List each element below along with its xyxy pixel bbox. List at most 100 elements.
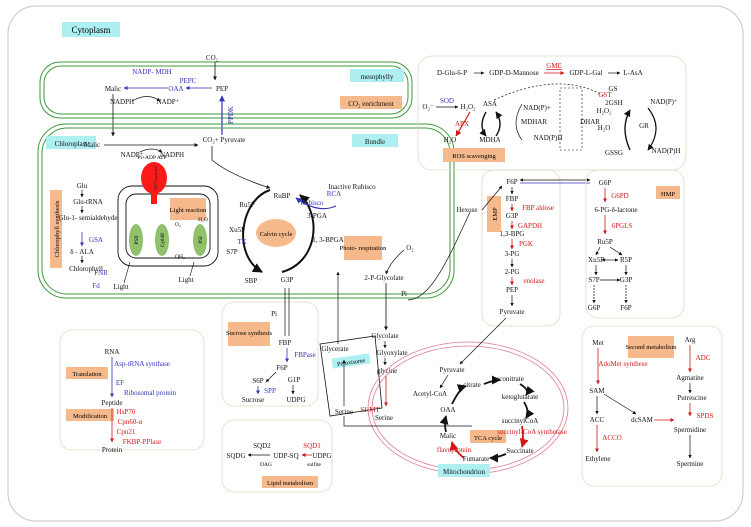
xu5p-label: Xu5P	[229, 226, 245, 234]
oaa-label: OAA	[168, 85, 183, 93]
psi-complex	[193, 224, 207, 256]
s7p-hmp-label: S7P	[588, 276, 599, 284]
mdha-label: MDHA	[479, 136, 500, 144]
aconitrate-label: aconitrate	[496, 375, 524, 383]
gdp-l-gal-label: GDP-L-Gal	[569, 69, 602, 77]
serine-perox-label: Serine	[335, 408, 353, 416]
nadp-bundle-label: NADP⁺	[121, 151, 144, 159]
dhar-enzyme: DHAR	[580, 118, 600, 126]
sucrose-label: Sucrose	[242, 396, 264, 404]
2pg-label: 2-PG	[505, 268, 520, 276]
nadph-ros-label: NAD(P)H	[534, 134, 563, 142]
light1-label: Light	[113, 283, 128, 291]
spermine-label: Spermine	[677, 460, 704, 468]
sucrose-box	[221, 301, 319, 407]
met-label: Met	[592, 339, 603, 347]
rubp-label: RuBP	[274, 192, 291, 200]
oaa-tca-label: OAA	[440, 406, 455, 414]
2p-glycolate-label: 2-P-Glycolate	[364, 274, 403, 282]
glycerate-label: Glycerate	[321, 345, 348, 353]
spp-enzyme: SPP	[264, 387, 276, 395]
spds-enzyme: SPDS	[697, 412, 714, 420]
modification-tag	[66, 409, 114, 421]
cytoplasm-tag	[62, 22, 120, 37]
pi-calvin-label: Pi	[401, 290, 407, 298]
peptide-label: Peptide	[102, 399, 123, 407]
gme-enzyme: GME	[546, 62, 562, 70]
pgk-enzyme: PGK	[519, 240, 533, 248]
co2-enrichment-tag	[340, 96, 402, 109]
3pga-label: 3-PGA	[307, 212, 327, 220]
o2-calvin-label: O₂	[406, 244, 414, 252]
ala-label: δ - ALA	[70, 248, 94, 256]
rca-enzyme: RCA	[327, 190, 341, 198]
enolase-enzyme: enolase	[524, 277, 545, 285]
emp-label: EMP	[492, 207, 499, 221]
nadph-bundle-label: NADPH	[160, 151, 184, 159]
dglu6p-label: D-Glu-6-P	[437, 69, 467, 77]
pyruvate-emp-label: Pyruvate	[500, 308, 525, 316]
gapdh-enzyme: GAPDH	[518, 222, 542, 230]
h2o2-label: H₂O₂	[461, 103, 477, 111]
succinylcoa-label: succinylCoA	[502, 417, 539, 425]
glycolate-label: Glycolate	[371, 332, 398, 340]
glyoxylate-label: Glyoxylate	[376, 349, 407, 357]
sulfite-label: sulfite	[307, 461, 321, 468]
adomet-synthese-enzyme: AdoMet synthese	[598, 360, 647, 368]
cytoplasm-label: Cytoplasm	[71, 25, 110, 35]
o2-light-label: O₂	[175, 222, 181, 228]
ppdk-enzyme: PPDK	[227, 106, 235, 124]
apx-enzyme: APX	[455, 120, 469, 128]
chlorophyll-synthesis-tag	[50, 190, 62, 268]
gst-enzyme: GST	[598, 91, 612, 99]
psii-complex	[129, 224, 143, 256]
peroxisome-label: Peroxisome	[337, 358, 366, 368]
dcsam-label: dcSAM	[631, 416, 654, 424]
pepc-enzyme: PEPC	[180, 77, 197, 85]
calvin-cycle-loop	[242, 189, 271, 273]
agmatine-label: Agmatine	[676, 374, 704, 382]
fumarate-label: Fumarate	[463, 455, 489, 463]
hmp-label: HMP	[661, 191, 675, 198]
citrate-label: citrate	[463, 381, 481, 389]
sod-enzyme: SOD	[440, 97, 454, 105]
emp-tag	[487, 196, 501, 232]
translation-tag	[66, 367, 108, 379]
fbp-aldose-enzyme: FBP aldose	[522, 204, 554, 212]
sucl-enzyme: succinyl-CoA synthetase	[497, 428, 566, 436]
pi-sucrose-label: Pi	[271, 310, 277, 318]
g3p-calvin-label: G3P	[281, 276, 294, 284]
pep-emp-label: PEP	[506, 286, 518, 294]
putrescine-label: Putrescine	[677, 394, 706, 402]
glu-label: Glu	[77, 182, 88, 190]
gssg-label: GSSG	[605, 149, 623, 157]
g1p-label: G1P	[288, 376, 301, 384]
f6p-sucrose-label: F6P	[276, 364, 287, 372]
psii-label: PSII	[135, 235, 140, 244]
hmp-tag	[656, 186, 680, 199]
dhar-box	[559, 87, 583, 151]
ru5p-label: Ru5P	[239, 201, 255, 209]
co2-enrichment-label: CO₂ enrichment	[348, 100, 393, 108]
thylakoid-outer	[117, 185, 219, 267]
adc-enzyme: ADC	[696, 354, 711, 362]
mesophyll-cell	[39, 61, 413, 119]
13bpga-label: 1, 3-BPGA	[312, 236, 344, 244]
asa-label: ASA	[483, 100, 497, 108]
chlorophyll-label: Chlorophyll	[69, 265, 103, 273]
mitochondrion-label: Mitochondrion	[443, 468, 485, 476]
co2-label: CO₂	[206, 54, 219, 62]
2gsh-label: 2GSH	[605, 99, 623, 107]
chlorophyll-synthesis-label: Chlorophyll synthesis	[54, 200, 61, 257]
ethylene-label: Ethylene	[586, 455, 611, 463]
bundle-label: Bundle	[365, 138, 385, 146]
g3p-emp-label: G3P	[506, 212, 519, 220]
glycine-label: glycine	[377, 367, 398, 375]
g6p-hmp-label: G6P	[599, 179, 612, 187]
acc-label: ACC	[590, 416, 605, 424]
o2minus-label: O₂⁻	[422, 103, 433, 111]
ef-enzyme: EF	[116, 379, 124, 387]
g6pd-enzyme: G6PD	[611, 192, 629, 200]
modification-label: Modification	[73, 413, 108, 420]
